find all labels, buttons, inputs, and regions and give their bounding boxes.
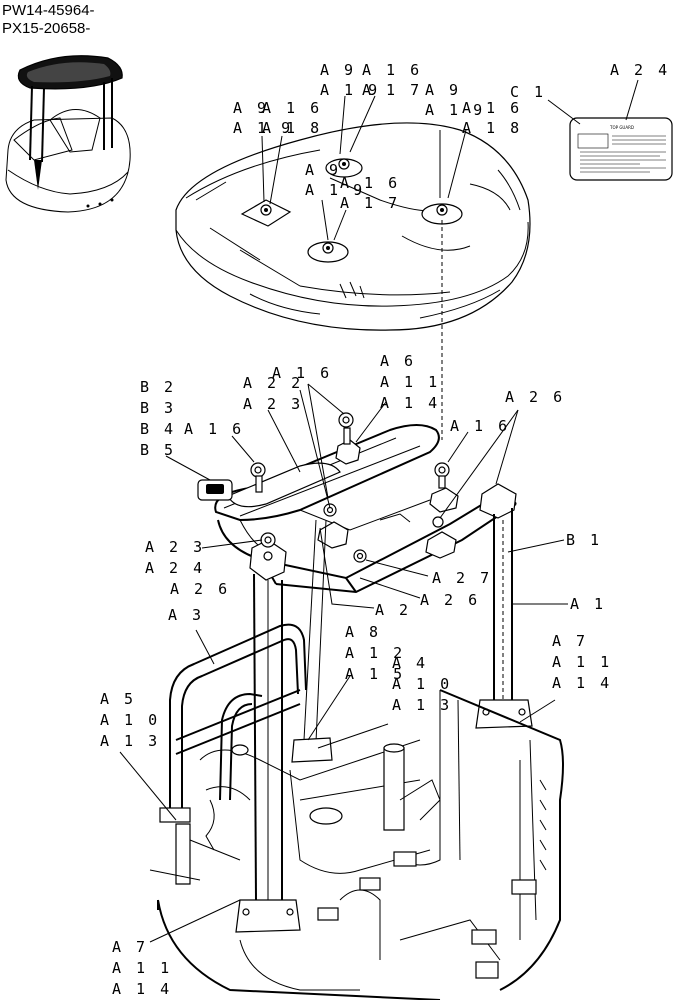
callout-label: A 2 3 [243,395,303,413]
callout-label: A 1 6 [272,364,332,382]
leader-lines [119,79,639,943]
grab-handle [159,623,307,885]
callout-label: A 4 [392,654,428,672]
canopy-roof [175,122,531,331]
callout-label: A 2 3 [145,538,205,556]
top-guard-decal: TOP GUARD [569,117,673,181]
decal-title: TOP GUARD [609,125,634,130]
callout-label: A 3 [168,606,204,624]
serial-range-2: PX15-20658- [2,20,91,37]
callout-label: A 1 6 [340,174,400,192]
callout-label: A 1 8 [462,119,522,137]
callout-label: A 1 3 [100,732,160,750]
callout-label: B 2 [140,378,176,396]
upper-frame [197,412,517,594]
callout-label: A 1 9 [305,181,365,199]
callout-label: B 5 [140,441,176,459]
callout-label: A 2 [375,601,411,619]
callout-label: C 1 [510,83,546,101]
callout-label: A 1 4 [552,674,612,692]
callout-label: A 1 4 [112,980,172,998]
callout-label: A 1 4 [380,394,440,412]
callout-label: B 1 [566,531,602,549]
callout-label: A 2 2 [243,374,303,392]
serial-range-1: PW14-45964- [2,2,95,19]
callout-label: A 9 [233,99,269,117]
callout-label: A 1 7 [340,194,400,212]
callout-label: A 2 7 [432,569,492,587]
callout-label: A 1 0 [392,675,452,693]
callout-label: A 1 8 [262,119,322,137]
callout-label: A 2 6 [420,591,480,609]
callout-label: A 2 6 [170,580,230,598]
callout-label: A 9 [305,161,341,179]
callout-label: A 1 9 [320,81,380,99]
callout-label: A 1 6 [362,61,422,79]
callout-label: A 1 6 [450,417,510,435]
callout-label: A 1 5 [345,665,405,683]
callout-label: A 1 2 [345,644,405,662]
callout-label: A 1 6 [462,99,522,117]
location-thumbnail [5,55,131,213]
callout-label: A 1 9 [425,101,485,119]
callout-label: A 1 1 [552,653,612,671]
callout-labels: A 9 A 1 9 A 1 6 A 1 7 A 9 A 1 9 A 1 6 A … [100,61,670,998]
callout-label: A 7 [552,632,588,650]
callout-label: A 2 6 [505,388,565,406]
callout-label: A 1 7 [362,81,422,99]
callout-label: A 1 0 [100,711,160,729]
callout-label: A 2 4 [610,61,670,79]
callout-label: A 1 [570,595,606,613]
callout-label: A 1 1 [380,373,440,391]
callout-label: A 1 3 [392,696,452,714]
callout-label: A 2 4 [145,559,205,577]
machine-base [149,689,564,1000]
callout-label: A 1 9 [233,119,293,137]
callout-label: B 4 [140,420,176,438]
callout-label: A 6 [380,352,416,370]
callout-label: A 9 [320,61,356,79]
callout-label: B 3 [140,399,176,417]
callout-label: A 1 1 [112,959,172,977]
callout-label: A 5 [100,690,136,708]
callout-label: A 8 [345,623,381,641]
callout-label: A 7 [112,938,148,956]
rops-posts [235,508,533,933]
callout-label: A 1 6 [184,420,244,438]
callout-label: A 1 6 [262,99,322,117]
callout-label: A 9 [425,81,461,99]
